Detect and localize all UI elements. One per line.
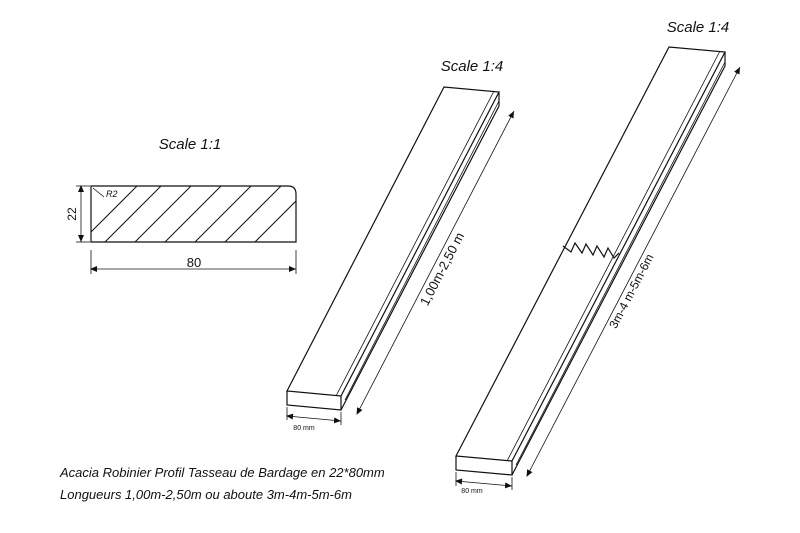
profile-outline — [90, 185, 297, 243]
profile-section: Scale 1:1 R2 22 80 — [65, 136, 297, 274]
width-label: 80 — [187, 255, 201, 270]
finger-joint — [562, 241, 620, 259]
long-board-top-face — [455, 46, 726, 462]
radius-label: R2 — [106, 189, 118, 199]
short-board-length-dimension — [356, 110, 515, 415]
long-board-length-label: 3m-4 m-5m-6m — [606, 252, 656, 331]
long-board: Scale 1:4 3m-4 m-5m-6m 80 mm — [455, 19, 741, 495]
short-board-end-face — [286, 391, 342, 411]
long-board-end-face — [455, 456, 513, 476]
short-board-top-face — [286, 86, 500, 397]
short-board: Scale 1:4 1,00m-2,50 m 80 mm — [286, 58, 515, 432]
long-board-width-dimension — [455, 478, 513, 489]
profile-scale-label: Scale 1:1 — [159, 136, 222, 153]
long-board-scale-label: Scale 1:4 — [667, 19, 730, 36]
short-board-scale-label: Scale 1:4 — [441, 58, 504, 75]
radius-leader — [92, 187, 105, 198]
long-board-width-label: 80 mm — [461, 488, 483, 495]
caption-line-2: Longueurs 1,00m-2,50m ou aboute 3m-4m-5m… — [60, 487, 352, 502]
height-label: 22 — [65, 207, 79, 221]
caption-line-1: Acacia Robinier Profil Tasseau de Bardag… — [59, 465, 385, 480]
short-board-width-label: 80 mm — [293, 425, 315, 432]
long-board-length-dimension — [526, 66, 741, 477]
caption: Acacia Robinier Profil Tasseau de Bardag… — [59, 465, 385, 502]
profile-hatching — [91, 186, 296, 242]
short-board-width-dimension — [286, 413, 342, 424]
short-board-length-label: 1,00m-2,50 m — [417, 230, 467, 308]
